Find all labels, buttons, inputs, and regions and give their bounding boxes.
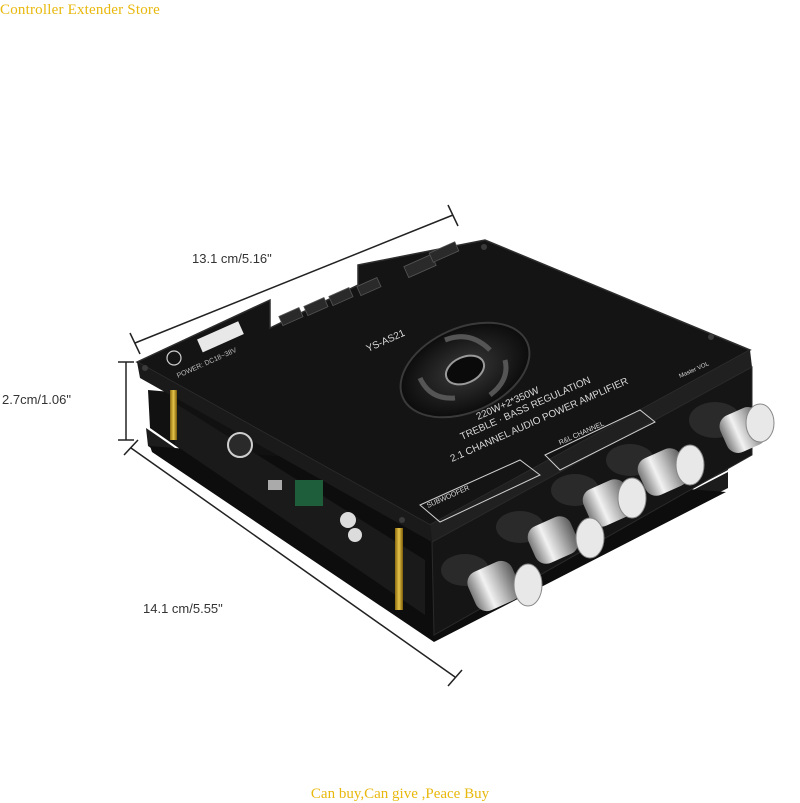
bass-knob[interactable] — [606, 444, 705, 500]
circuit-components — [227, 432, 362, 542]
subwoofer-freq-knob[interactable] — [441, 554, 543, 615]
left-edge — [137, 362, 432, 542]
height-dimension-label: 2.7cm/1.06" — [2, 392, 71, 407]
cooling-fan — [399, 321, 531, 419]
power-icon — [166, 350, 182, 366]
brass-standoffs — [170, 390, 403, 610]
depth-dimension-label: 14.1 cm/5.55" — [143, 601, 223, 616]
store-watermark: Controller Extender Store — [0, 2, 160, 18]
speaker-terminals — [278, 241, 460, 327]
front-edge — [430, 350, 752, 542]
subwoofer-volume-knob[interactable] — [496, 511, 605, 568]
width-dimension-label: 13.1 cm/5.16" — [192, 251, 272, 266]
dimension-lines — [118, 204, 463, 687]
treble-knob[interactable] — [551, 474, 647, 531]
footer-watermark: Can buy,Can give ,Peace Buy — [310, 786, 490, 802]
screws — [142, 244, 714, 523]
master-volume-knob[interactable] — [689, 402, 775, 457]
